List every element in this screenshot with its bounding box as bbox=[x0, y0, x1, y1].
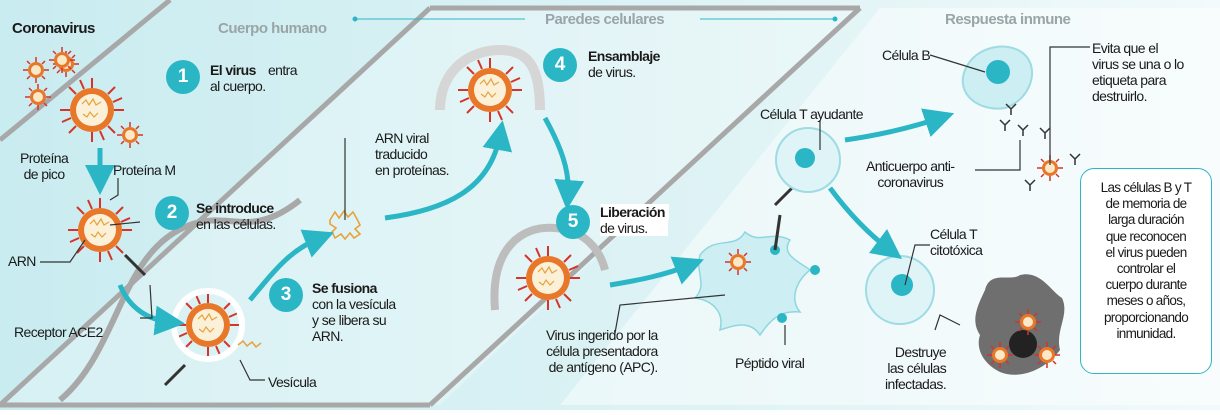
label-celula-b: Célula B bbox=[882, 47, 931, 63]
header-coronavirus: Coronavirus bbox=[12, 20, 95, 37]
step-2-text: en las células. bbox=[196, 216, 276, 232]
step-4-title: Ensamblaje bbox=[588, 48, 660, 64]
label-vesicula: Vesícula bbox=[268, 374, 317, 390]
header-cuerpo-humano: Cuerpo humano bbox=[218, 20, 327, 37]
coronavirus-icon bbox=[59, 77, 125, 143]
cell-wall-curve bbox=[58, 197, 302, 403]
budding-membrane bbox=[435, 44, 545, 111]
label-celula-t-citotoxica: Célula T citotóxica bbox=[930, 226, 983, 258]
step-3-badge: 3 bbox=[269, 278, 303, 312]
step-5-title: Liberación bbox=[600, 204, 669, 220]
label-peptido-viral: Péptido viral bbox=[735, 355, 805, 371]
released-rna bbox=[237, 339, 262, 349]
step-1-text: entra al cuerpo. bbox=[210, 62, 298, 94]
label-anticuerpo: Anticuerpo anti- coronavirus bbox=[866, 158, 955, 190]
coronavirus-entering-icon bbox=[67, 197, 133, 263]
peptide-icon bbox=[770, 214, 820, 323]
antigen-presenting-cell-icon bbox=[693, 230, 812, 337]
label-arn: ARN bbox=[8, 253, 36, 269]
step-2-badge: 2 bbox=[155, 196, 189, 230]
step-5-text: de virus. bbox=[600, 220, 668, 236]
label-destruye: Destruye las células infectadas. bbox=[885, 344, 947, 392]
memory-cells-box bbox=[1080, 168, 1212, 374]
label-virus-ingerido: Virus ingerido por la célula presentador… bbox=[546, 327, 658, 375]
step-5-badge: 5 bbox=[556, 205, 590, 239]
memory-cells-text: Las células B y T de memoria de larga du… bbox=[1100, 180, 1192, 341]
step-4-text: de virus. bbox=[588, 64, 636, 80]
header-respuesta-inmune: Respuesta inmune bbox=[945, 11, 1071, 28]
released-virus-icon bbox=[515, 245, 581, 311]
step-4-badge: 4 bbox=[543, 48, 577, 82]
antibody-icon bbox=[999, 103, 1081, 191]
label-proteina-pico: Proteína de pico bbox=[20, 150, 69, 182]
label-evita: Evita que el virus se una o lo etiqueta … bbox=[1092, 40, 1184, 104]
step-3-text: con la vesícula y se libera su ARN. bbox=[312, 296, 396, 344]
label-proteina-m: Proteína M bbox=[113, 162, 176, 178]
assembled-virus-icon bbox=[457, 57, 523, 123]
flow-arrows bbox=[85, 108, 955, 336]
label-receptor-ace2: Receptor ACE2 bbox=[14, 324, 103, 340]
step-1-badge: 1 bbox=[166, 60, 200, 94]
release-membrane bbox=[490, 223, 609, 311]
label-celula-t-ayudante: Célula T ayudante bbox=[760, 106, 864, 122]
step-1-title: El virus bbox=[210, 62, 256, 78]
step-3-title: Se fusiona bbox=[312, 280, 377, 296]
step-2-title: Se introduce bbox=[196, 200, 274, 216]
header-paredes-celulares: Paredes celulares bbox=[545, 11, 665, 28]
label-arn-viral: ARN viral traducido en proteínas. bbox=[375, 130, 450, 178]
